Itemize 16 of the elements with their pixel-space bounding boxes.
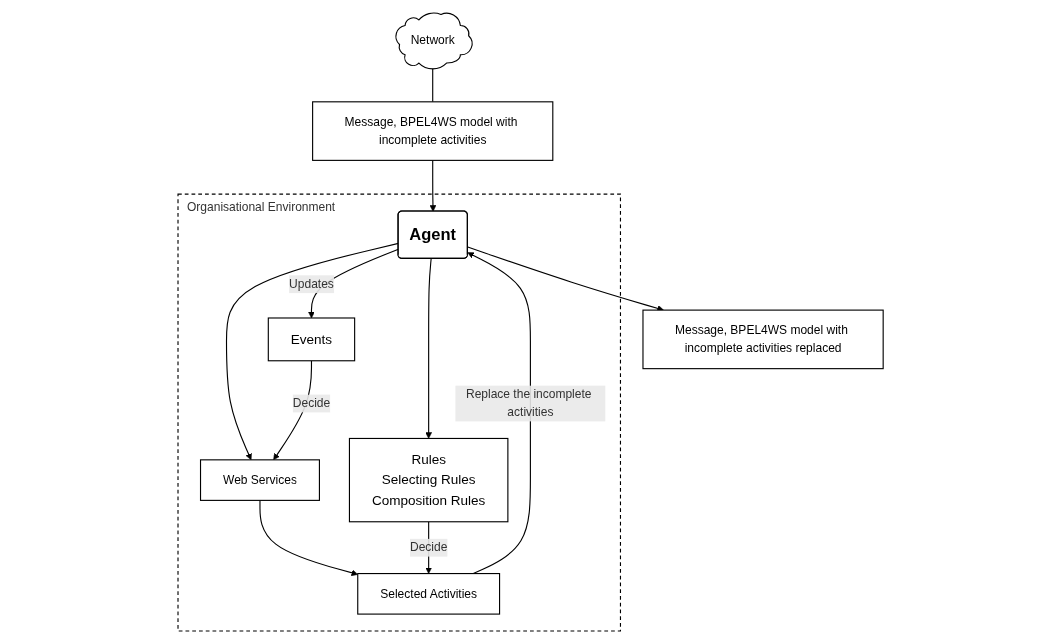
edge-label: Updates xyxy=(289,277,334,291)
arrow xyxy=(467,252,531,575)
arrow xyxy=(429,159,437,212)
arrow xyxy=(425,258,432,439)
arrow xyxy=(259,499,358,577)
arrow xyxy=(467,246,664,312)
node-box: Web Services xyxy=(199,459,320,501)
node-box: Message, BPEL4WS model with incomplete activities xyxy=(311,101,554,161)
node-box: Message, BPEL4WS model with incomplete activities replaced xyxy=(642,309,884,370)
node-box: Events xyxy=(267,317,356,362)
node-box: Rules Selecting Rules Composition Rules xyxy=(348,437,509,523)
connector xyxy=(432,67,434,103)
edge-label: Replace the incomplete activities xyxy=(465,387,592,419)
node-box: Selected Activities xyxy=(357,573,501,615)
edge-label: Decide xyxy=(409,540,448,554)
edge-label: Decide xyxy=(292,396,331,410)
